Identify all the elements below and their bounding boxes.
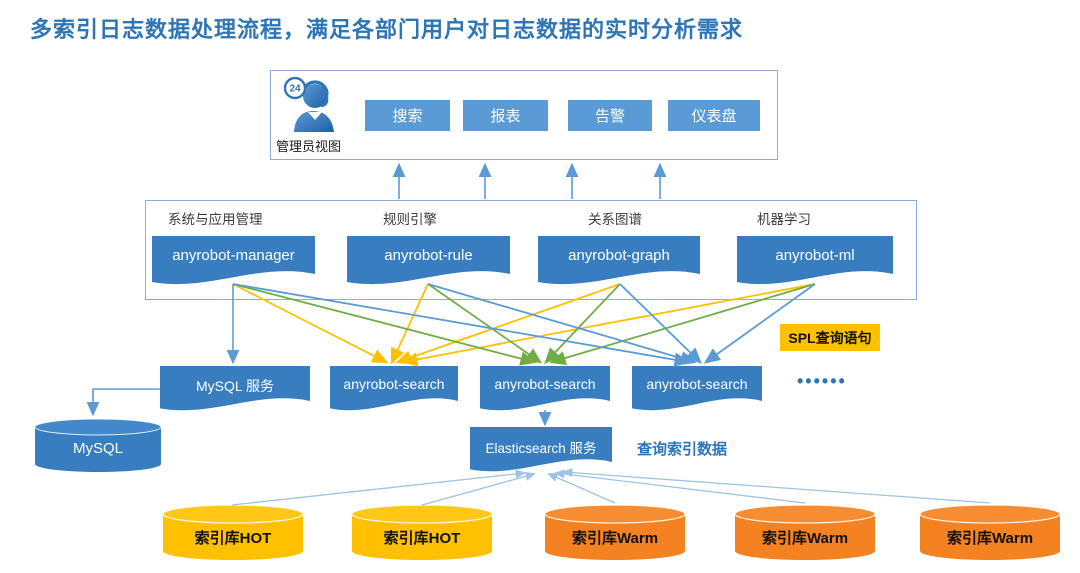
group-label-relation-graph: 关系图谱	[588, 212, 642, 227]
admin-24h-person-icon: 24	[283, 76, 334, 132]
admin-view-label: 管理员视图	[276, 139, 342, 154]
node-anyrobot-ml: anyrobot-ml	[737, 236, 893, 286]
node-anyrobot-rule: anyrobot-rule	[347, 236, 510, 286]
node-anyrobot-search-3: anyrobot-search	[632, 366, 762, 412]
dashboard-button[interactable]: 仪表盘	[668, 100, 760, 131]
page-title: 多索引日志数据处理流程，满足各部门用户对日志数据的实时分析需求	[30, 17, 744, 42]
report-button[interactable]: 报表	[463, 100, 548, 131]
alert-button[interactable]: 告警	[568, 100, 652, 131]
group-label-rule-engine: 规则引擎	[383, 212, 437, 227]
mysql-database-cylinder: MySQL	[35, 419, 161, 472]
node-anyrobot-manager: anyrobot-manager	[152, 236, 315, 286]
node-mysql-service: MySQL 服务	[160, 366, 310, 412]
node-anyrobot-search-2: anyrobot-search	[480, 366, 610, 412]
query-index-data-note: 查询索引数据	[637, 441, 728, 458]
spl-query-tag: SPL查询语句	[780, 324, 880, 351]
node-elasticsearch-service: Elasticsearch 服务	[470, 427, 612, 473]
index-store-hot-1: 索引库HOT	[163, 505, 303, 560]
index-store-hot-2: 索引库HOT	[352, 505, 492, 560]
group-label-machine-learning: 机器学习	[757, 212, 811, 227]
group-label-system-management: 系统与应用管理	[168, 212, 263, 227]
index-store-warm-2: 索引库Warm	[735, 505, 875, 560]
index-store-warm-3: 索引库Warm	[920, 505, 1060, 560]
svg-text:24: 24	[289, 84, 301, 95]
node-anyrobot-search-1: anyrobot-search	[330, 366, 458, 412]
node-anyrobot-graph: anyrobot-graph	[538, 236, 700, 286]
index-store-warm-1: 索引库Warm	[545, 505, 685, 560]
search-button[interactable]: 搜索	[365, 100, 450, 131]
ellipsis-more-nodes: ••••••	[797, 371, 847, 391]
